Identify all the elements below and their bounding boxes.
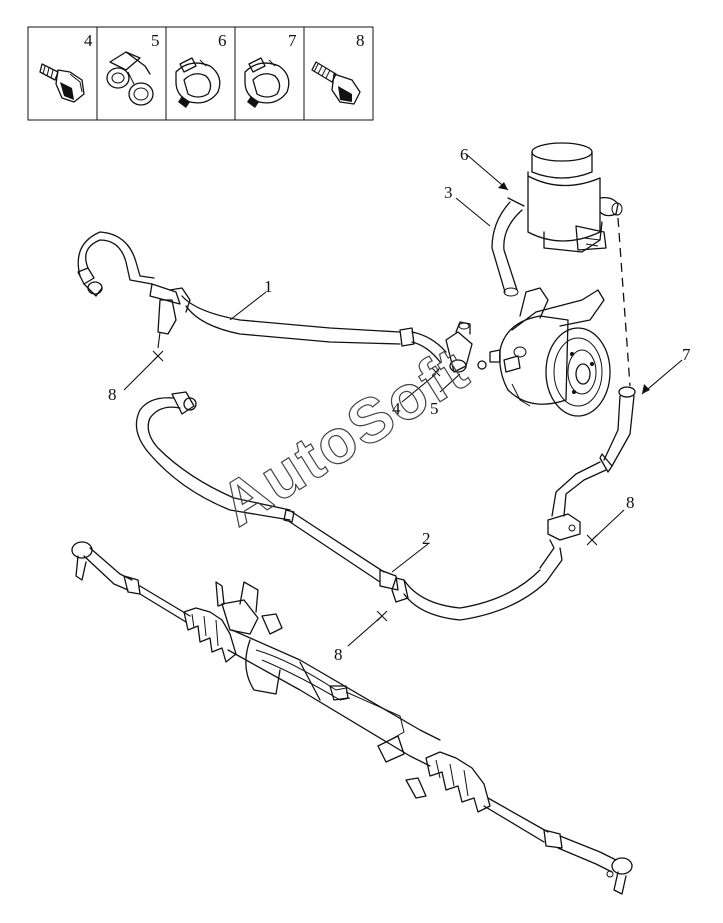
- pressure-hose: [77, 231, 487, 373]
- callout-2: 2: [422, 529, 431, 548]
- connection-dash: [617, 217, 631, 387]
- steering-rack: [71, 541, 633, 895]
- callout-1: 1: [264, 277, 273, 296]
- banjo-bolt-icon: [39, 63, 85, 103]
- callout-4: 4: [392, 399, 401, 418]
- sealing-washers-icon: [106, 51, 154, 106]
- power-steering-pump: [489, 287, 611, 417]
- legend-number-8: 8: [356, 31, 365, 50]
- callout-7: 7: [682, 345, 691, 364]
- callout-6: 6: [460, 145, 469, 164]
- flange-bolt-icon: [311, 61, 361, 105]
- callout-5: 5: [430, 399, 439, 418]
- callout-8-left: 8: [108, 385, 117, 404]
- parts-legend: 4 5 6 7 8: [27, 26, 374, 121]
- return-hose: [135, 386, 636, 621]
- legend-frame: [27, 26, 374, 121]
- legend-number-5: 5: [151, 31, 160, 50]
- callout-leaders: [123, 153, 683, 647]
- hose-clamp-icon: [175, 57, 221, 108]
- callout-8-right: 8: [626, 493, 635, 512]
- hose-clamp-icon: [244, 57, 290, 108]
- legend-number-6: 6: [218, 31, 227, 50]
- callout-numbers: 1 2 3 4 5 6 7 8 8 8: [108, 145, 691, 664]
- power-steering-reservoir: [527, 142, 623, 253]
- callout-3: 3: [444, 183, 453, 202]
- watermark-text: AutoSoft: [209, 334, 481, 540]
- legend-number-4: 4: [84, 31, 93, 50]
- suction-hose: [491, 197, 525, 297]
- legend-number-7: 7: [288, 31, 297, 50]
- callout-8-bottom: 8: [334, 645, 343, 664]
